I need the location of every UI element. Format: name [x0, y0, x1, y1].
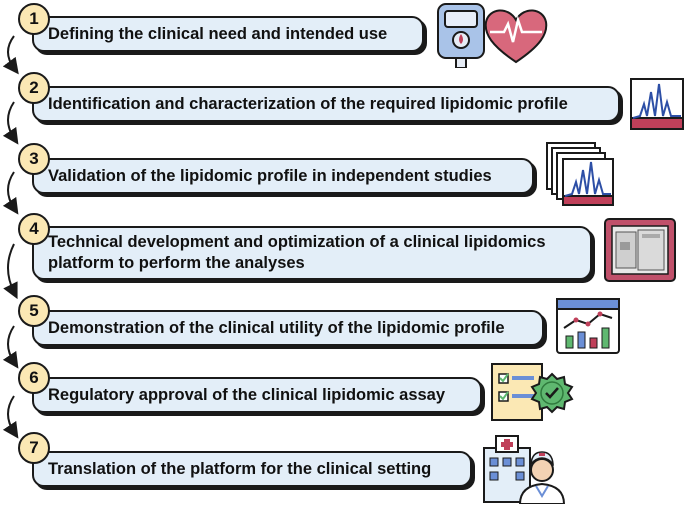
step-4-box: Technical development and optimization o…	[32, 226, 592, 280]
step-2-text: Identification and characterization of t…	[48, 94, 568, 113]
step-3-box: Validation of the lipidomic profile in i…	[32, 158, 534, 194]
arrow-3-4	[2, 171, 19, 215]
hospital-doctor-icon	[482, 434, 570, 509]
step-5-number-badge: 5	[18, 295, 50, 327]
step-1-number-badge: 1	[18, 3, 50, 35]
arrow-4-5	[3, 243, 18, 300]
step-1-text: Defining the clinical need and intended …	[48, 24, 388, 43]
step-3-text: Validation of the lipidomic profile in i…	[48, 166, 492, 185]
step-6-number-badge: 6	[18, 362, 50, 394]
step-2-number-badge: 2	[18, 72, 50, 104]
step-6-text: Regulatory approval of the clinical lipi…	[48, 385, 446, 404]
mass-spectrometer-icon	[604, 218, 676, 287]
step-4-text: Technical development and optimization o…	[48, 233, 546, 272]
step-7-box: Translation of the platform for the clin…	[32, 451, 472, 487]
step-5-box: Demonstration of the clinical utility of…	[32, 310, 544, 346]
arrow-5-6	[2, 325, 19, 369]
checklist-approval-icon	[490, 362, 576, 431]
step-3-number-badge: 3	[18, 143, 50, 175]
step-7-text: Translation of the platform for the clin…	[48, 459, 432, 478]
arrow-6-7	[2, 395, 19, 439]
step-5-text: Demonstration of the clinical utility of…	[48, 318, 505, 337]
step-1-box: Defining the clinical need and intended …	[32, 16, 424, 52]
glucometer-heart-icon	[434, 2, 552, 73]
line-bar-chart-icon	[556, 298, 620, 359]
chromatogram-icon	[630, 78, 684, 135]
step-6-box: Regulatory approval of the clinical lipi…	[32, 377, 482, 413]
stacked-chromatograms-icon	[546, 142, 616, 213]
arrow-2-3	[2, 101, 19, 145]
step-2-box: Identification and characterization of t…	[32, 86, 620, 122]
arrow-1-2	[2, 35, 19, 75]
step-7-number-badge: 7	[18, 432, 50, 464]
step-4-number-badge: 4	[18, 213, 50, 245]
